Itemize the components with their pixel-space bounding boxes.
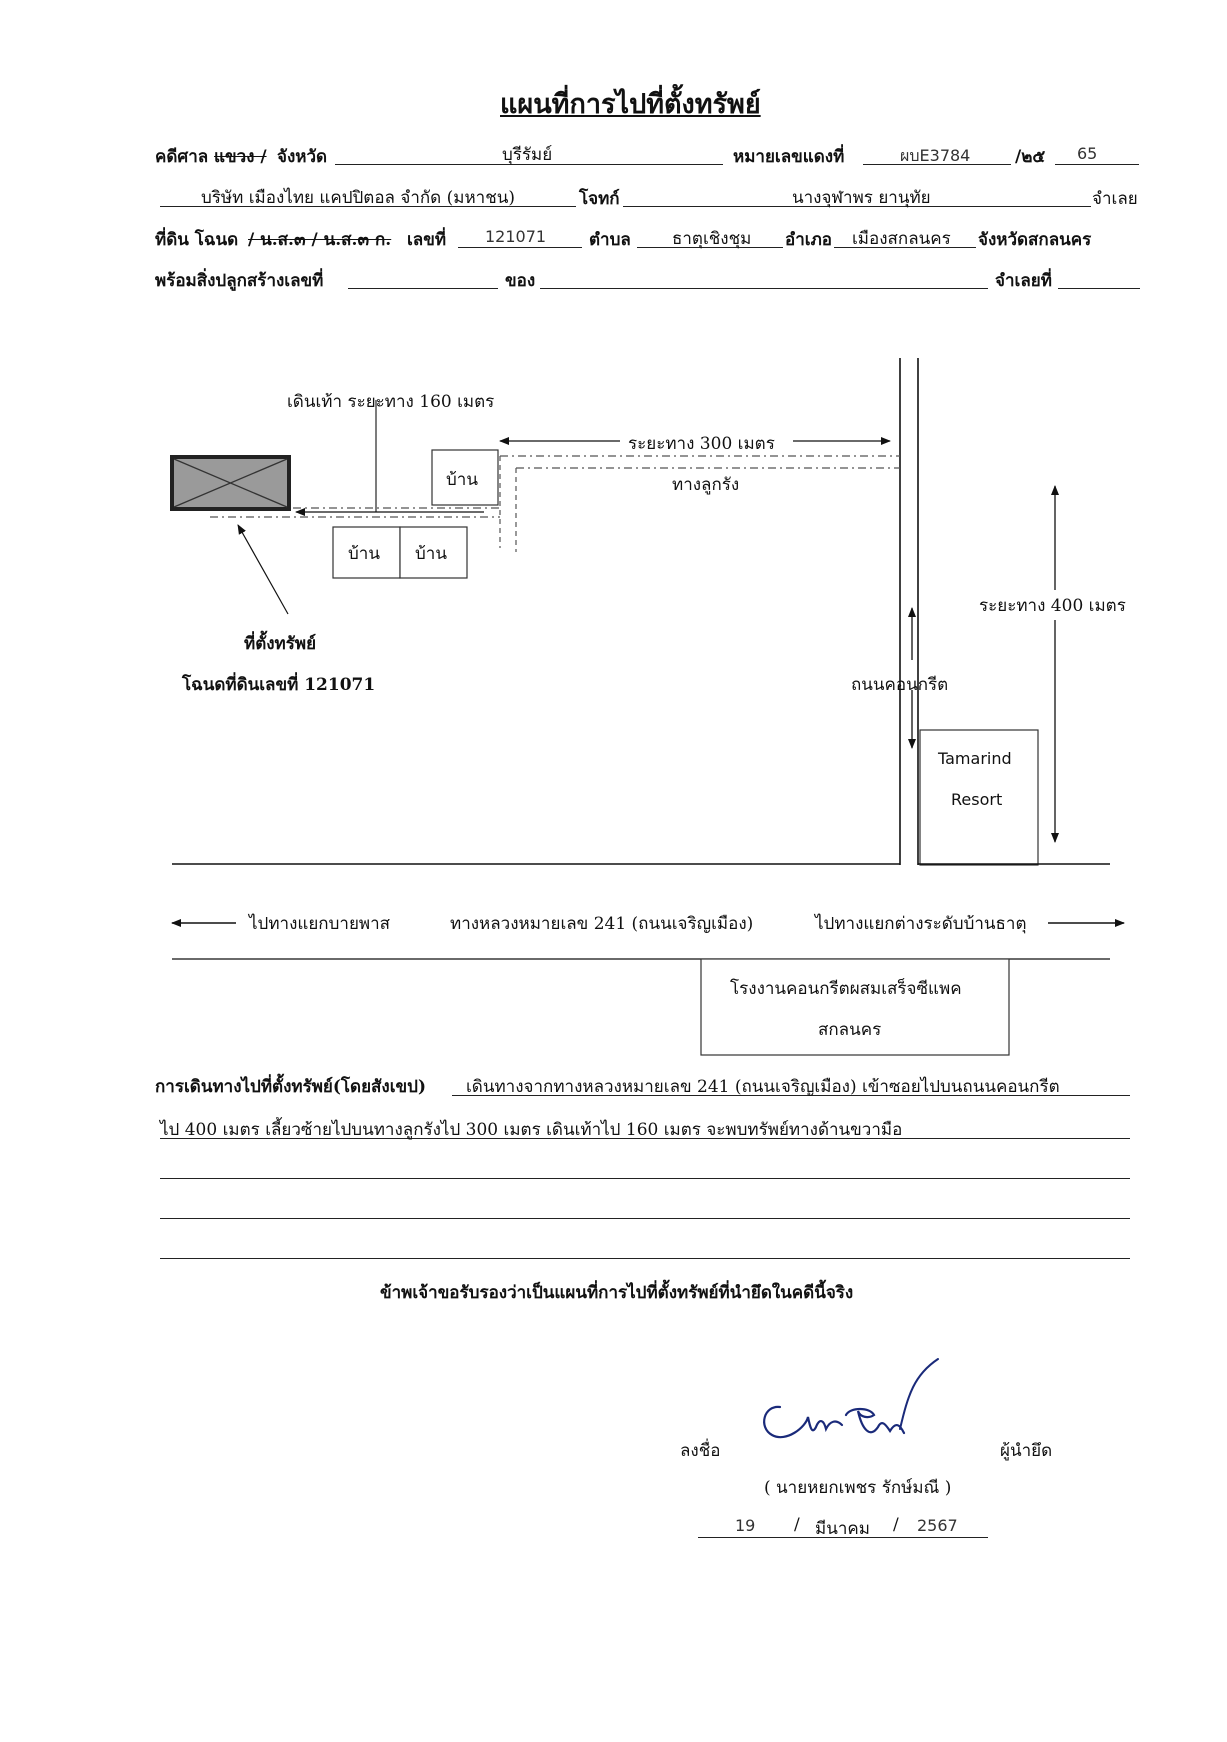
date-sep-1: / xyxy=(794,1515,800,1535)
court-label: คดีศาล xyxy=(155,147,209,167)
resort-line1: Tamarind xyxy=(938,749,1012,768)
date-sep-2: / xyxy=(893,1515,899,1535)
directions-line-1 xyxy=(452,1095,1130,1096)
year-value: 65 xyxy=(1077,144,1098,163)
tambon-label: ตำบล xyxy=(589,230,631,250)
building-line xyxy=(348,288,498,289)
highway-label: ทางหลวงหมายเลข 241 (ถนนเจริญเมือง) xyxy=(450,914,754,934)
redcase-label: หมายเลขแดงที่ xyxy=(733,147,845,167)
lane-label: ทางลูกรัง xyxy=(672,475,740,495)
amphoe-line xyxy=(834,247,976,248)
resort-line2: Resort xyxy=(951,790,1003,809)
land-label: ที่ดิน โฉนด xyxy=(155,230,239,250)
defendant-no-label: จำเลยที่ xyxy=(995,271,1052,291)
house-bottom-right-label: บ้าน xyxy=(415,544,447,564)
redcase-line xyxy=(863,164,1011,165)
number-label: เลขที่ xyxy=(407,230,447,250)
directions-text-1: เดินทางจากทางหลวงหมายเลข 241 (ถนนเจริญเม… xyxy=(466,1077,1060,1097)
directions-line-3 xyxy=(160,1178,1130,1179)
court-province-value: บุรีรัมย์ xyxy=(502,145,553,165)
house-bottom-left xyxy=(332,526,401,579)
directions-text-2: ไป 400 เมตร เลี้ยวซ้ายไปบนทางลูกรังไป 30… xyxy=(160,1120,903,1140)
to-bypass-label: ไปทางแยกบายพาส xyxy=(249,914,391,934)
plaintiff-label: โจทก์ xyxy=(579,189,620,209)
directions-line-5 xyxy=(160,1258,1130,1259)
amphoe-value: เมืองสกลนคร xyxy=(852,229,951,249)
tambon-value: ธาตุเชิงชุม xyxy=(672,229,752,249)
page-title: แผนที่การไปที่ตั้งทรัพย์ xyxy=(500,89,761,120)
province-label: จังหวัดสกลนคร xyxy=(978,230,1092,250)
plaintiff-value: บริษัท เมืองไทย แคปปิตอล จำกัด (มหาชน) xyxy=(201,188,515,208)
concrete-plant-block xyxy=(700,958,1010,1056)
number-value: 121071 xyxy=(485,227,547,246)
building-label: พร้อมสิ่งปลูกสร้างเลขที่ xyxy=(155,271,324,291)
walk-distance-label: เดินเท้า ระยะทาง 160 เมตร xyxy=(287,392,495,412)
directions-label: การเดินทางไปที่ตั้งทรัพย์(โดยสังเขป) xyxy=(155,1077,427,1097)
directions-line-4 xyxy=(160,1218,1130,1219)
date-line xyxy=(698,1537,988,1538)
plant-line1: โรงงานคอนกรีตผสมเสร็จซีแพค xyxy=(730,979,962,999)
signature-mark xyxy=(763,1358,939,1439)
date-year: 2567 xyxy=(917,1516,958,1535)
sign-label: ลงชื่อ xyxy=(680,1441,721,1461)
dist300-label: ระยะทาง 300 เมตร xyxy=(628,434,775,454)
year-sep: /๒๕ xyxy=(1015,147,1046,167)
property-pointer xyxy=(237,524,289,615)
tambon-line xyxy=(637,247,783,248)
to-interchange-label: ไปทางแยกต่างระดับบ้านธาตุ xyxy=(815,914,1027,934)
house-bottom-left-label: บ้าน xyxy=(348,544,380,564)
house-bottom-right xyxy=(399,526,468,579)
role-label: ผู้นำยึด xyxy=(1000,1441,1053,1461)
property-plot xyxy=(170,455,291,511)
house-top-label: บ้าน xyxy=(446,470,478,490)
year-line xyxy=(1055,164,1139,165)
of-label: ของ xyxy=(505,271,536,291)
number-line xyxy=(458,247,582,248)
house-top xyxy=(431,449,499,506)
amphoe-label: อำเภอ xyxy=(785,230,832,250)
dist400-label: ระยะทาง 400 เมตร xyxy=(979,596,1126,616)
resort-block xyxy=(919,729,1039,866)
date-day: 19 xyxy=(735,1516,756,1535)
concrete-road-label: ถนนคอนกรีต xyxy=(851,675,949,695)
defendant-value: นางจุฬาพร ยานุทัย xyxy=(792,188,931,208)
court-province-label: จังหวัด xyxy=(277,147,328,167)
of-line xyxy=(540,288,988,289)
defendant-label: จำเลย xyxy=(1092,189,1138,209)
plant-line2: สกลนคร xyxy=(818,1020,882,1040)
court-province-line xyxy=(335,164,723,165)
directions-line-2 xyxy=(160,1138,1130,1139)
redcase-value: ผบE3784 xyxy=(900,146,971,165)
court-strike: แขวง / xyxy=(214,147,267,167)
date-month: มีนาคม xyxy=(815,1519,870,1539)
plaintiff-line xyxy=(160,206,576,207)
deed-label: โฉนดที่ดินเลขที่ 121071 xyxy=(182,675,376,695)
property-label: ที่ตั้งทรัพย์ xyxy=(244,634,317,654)
land-strike: / น.ส.๓ / น.ส.๓ ก. xyxy=(248,230,392,250)
defendant-line xyxy=(623,206,1091,207)
certify-text: ข้าพเจ้าขอรับรองว่าเป็นแผนที่การไปที่ตั้… xyxy=(380,1283,854,1303)
signer-name: ( นายหยกเพชร รักษ์มณี ) xyxy=(764,1478,952,1498)
defendant-no-line xyxy=(1058,288,1140,289)
